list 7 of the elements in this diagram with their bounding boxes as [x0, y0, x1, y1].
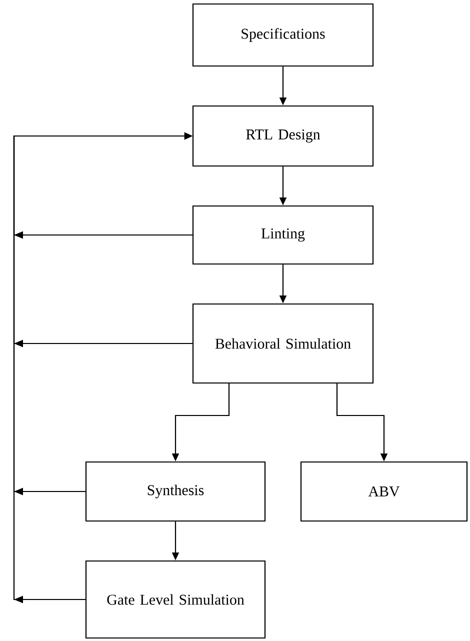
process-box: Gate Level Simulation	[85, 560, 266, 639]
process-box: Synthesis	[85, 461, 266, 522]
process-box: RTL Design	[192, 105, 374, 167]
process-box: Behavioral Simulation	[192, 303, 374, 384]
process-box: Linting	[192, 205, 374, 265]
process-box: Specifications	[192, 3, 374, 67]
process-box: ABV	[300, 461, 468, 522]
